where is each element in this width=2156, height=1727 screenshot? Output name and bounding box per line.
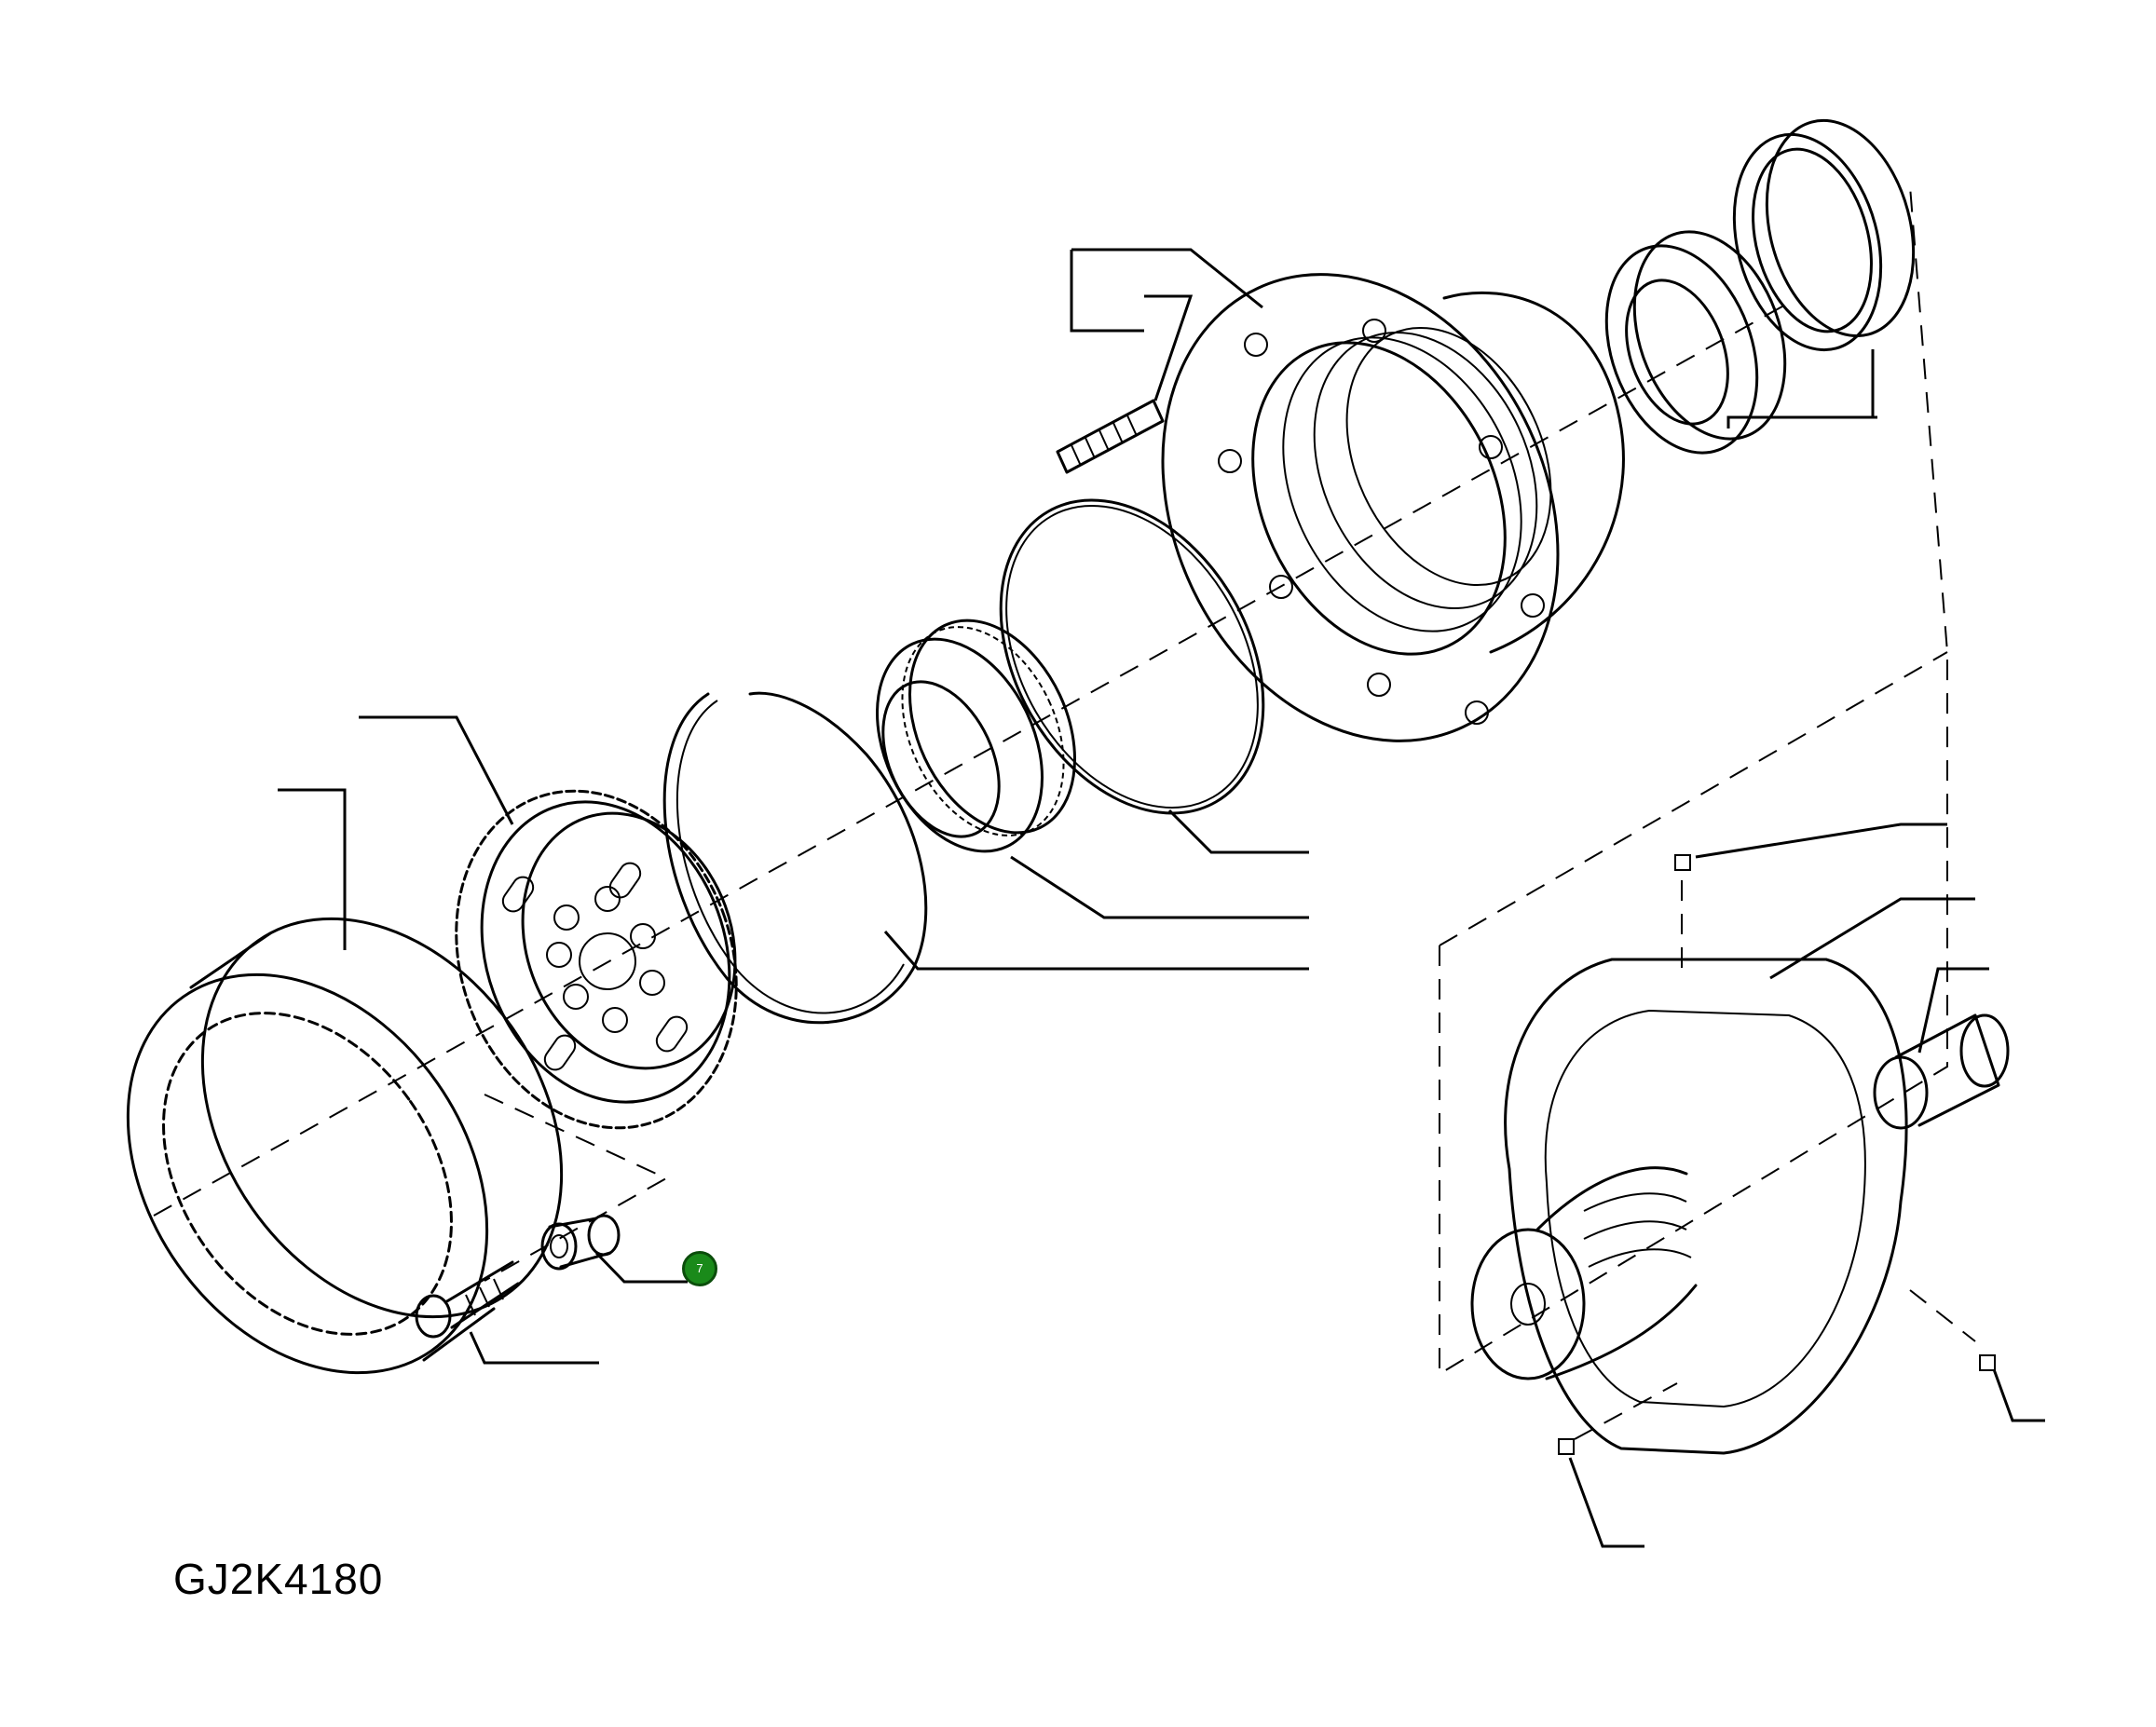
wheel-stud [1056, 399, 1165, 474]
wheel-hub [1161, 273, 1625, 742]
callout-badge-7[interactable]: 7 [682, 1251, 717, 1286]
carrier-disc [455, 789, 738, 1130]
tapered-roller-bearing [876, 619, 1076, 853]
ring-gear [126, 917, 564, 1375]
plugs [1558, 854, 1996, 1455]
o-ring [999, 498, 1265, 815]
oil-seal [1732, 118, 1916, 352]
sleeve [1873, 1013, 2010, 1130]
snap-ring [662, 691, 928, 1025]
pump-housing [1470, 958, 1908, 1455]
outer-bearing [1604, 230, 1787, 455]
bolt [415, 1260, 520, 1339]
leader-lines [278, 248, 2045, 1548]
assembly-axis-lines [153, 185, 1976, 1440]
bushing [540, 1214, 621, 1271]
diagram-code-label: GJ2K4180 [173, 1555, 384, 1603]
